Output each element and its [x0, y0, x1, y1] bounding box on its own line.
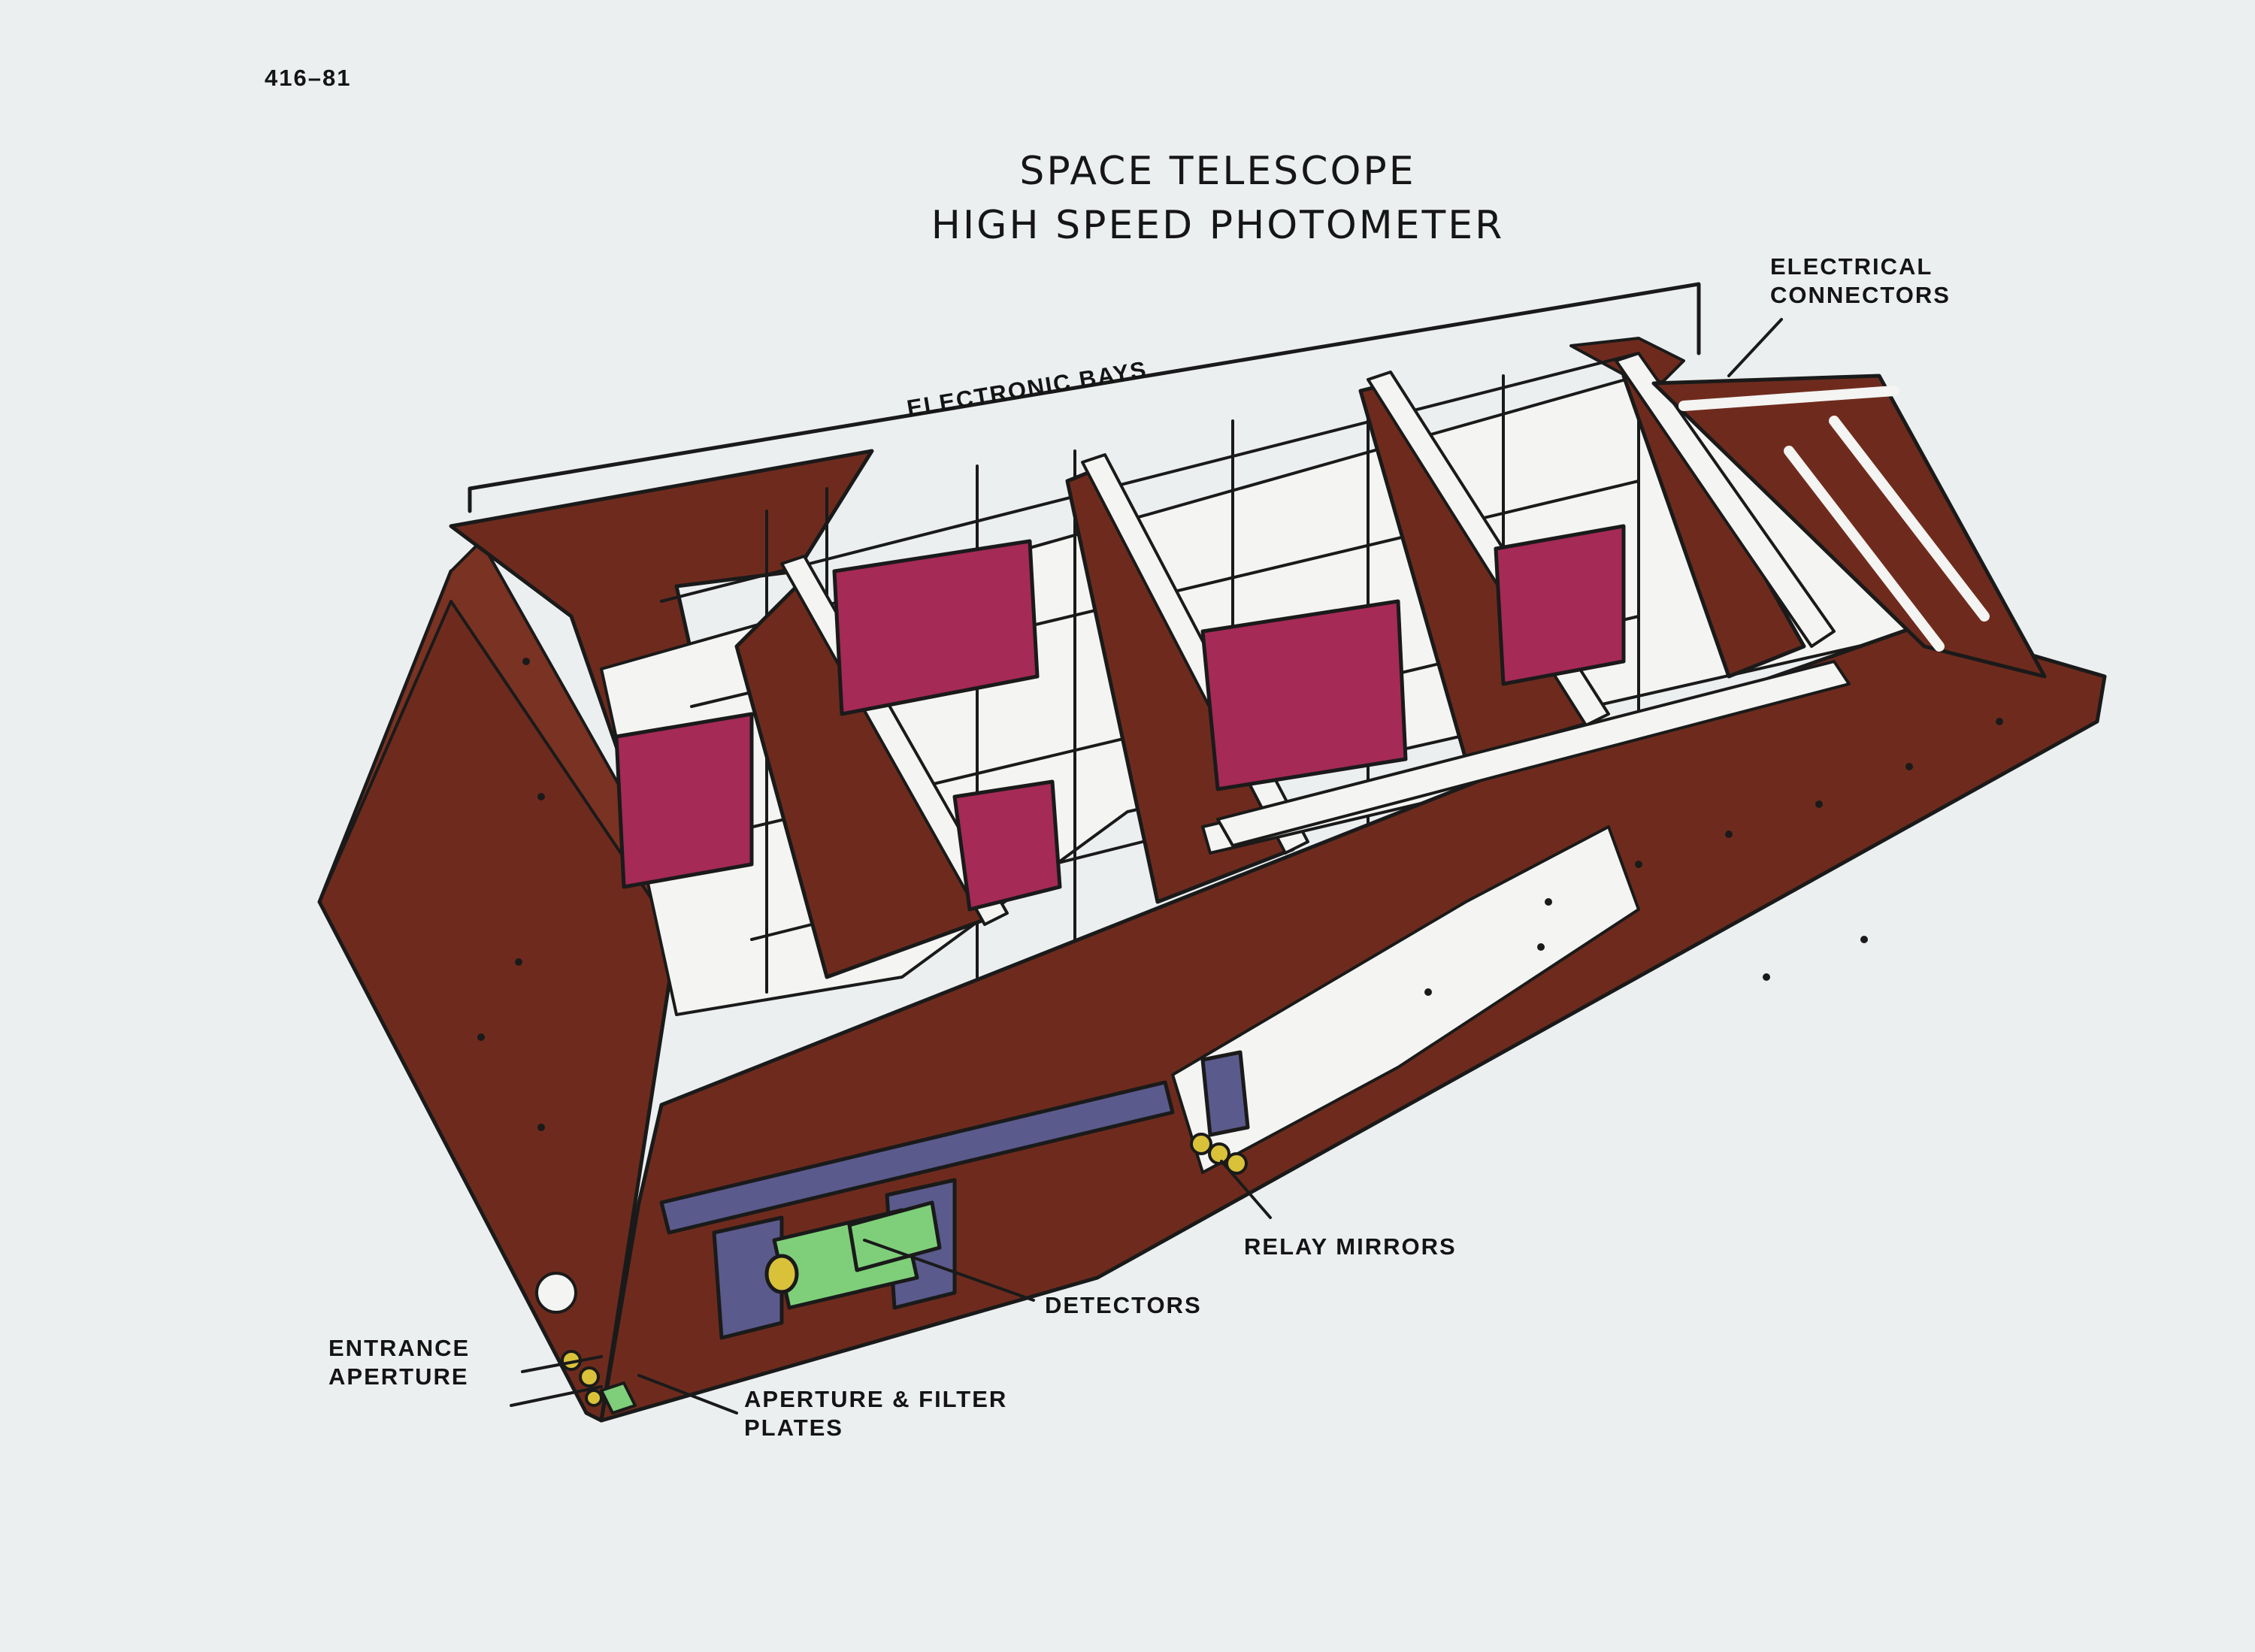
relay-mirror-2: [1208, 1142, 1230, 1165]
aperture-filter-plates-line-2: PLATES: [744, 1414, 843, 1441]
electrical-connectors-label: ELECTRICAL CONNECTORS: [1770, 253, 1951, 310]
rivets: [477, 658, 2003, 1131]
aperture-flange: [535, 1272, 577, 1314]
entrance-aperture-line-2: APERTURE: [328, 1363, 469, 1390]
electronics-box-5: [1494, 524, 1626, 686]
relay-mirror-1: [1190, 1133, 1212, 1155]
entrance-aperture-line-1: ENTRANCE: [328, 1335, 471, 1361]
electronics-box-4: [1200, 599, 1408, 791]
right-end-frame: [1678, 386, 1990, 652]
detectors-label: DETECTORS: [1045, 1292, 1202, 1318]
entrance-aperture-assembly: [535, 1272, 637, 1414]
leader-lines: [510, 318, 1783, 1414]
detector-tubes: [764, 1200, 942, 1310]
detector-tube-2: [847, 1200, 942, 1272]
entrance-aperture-leader-2: [510, 1385, 603, 1407]
electronics-box-3: [952, 779, 1062, 912]
electronics-box-1: [614, 712, 754, 889]
relay-mirrors-leader: [1220, 1160, 1272, 1219]
detector-lens-1: [764, 1254, 799, 1294]
electronics-box-2: [832, 539, 1040, 716]
electrical-connectors-line-2: CONNECTORS: [1770, 282, 1951, 308]
electronic-bays-bracket: [468, 282, 1701, 513]
electrical-connectors-line-1: ELECTRICAL: [1770, 253, 1933, 280]
relay-mirrors-label: RELAY MIRRORS: [1244, 1233, 1457, 1260]
lower-cutaway: [1171, 825, 1640, 1174]
diagram-title: SPACE TELESCOPE HIGH SPEED PHOTOMETER: [827, 144, 1609, 253]
entrance-aperture-label: ENTRANCE APERTURE: [328, 1334, 470, 1391]
electrical-connectors-leader: [1727, 318, 1783, 377]
aperture-filter-plates-line-1: APERTURE & FILTER: [744, 1386, 1008, 1412]
relay-mirror-3: [1225, 1152, 1248, 1175]
entrance-aperture-leader-1: [521, 1355, 603, 1373]
detectors-leader: [863, 1239, 1035, 1302]
top-longitudinal-beam: [1216, 660, 1851, 847]
relay-mirrors: [1190, 1133, 1248, 1175]
aperture-filter-plates-leader: [637, 1374, 738, 1414]
electronics-boxes: [614, 524, 1626, 1167]
title-line-1: SPACE TELESCOPE: [1019, 149, 1416, 194]
title-line-2: HIGH SPEED PHOTOMETER: [931, 203, 1505, 248]
aperture-filter-plates-label: APERTURE & FILTER PLATES: [744, 1385, 1007, 1442]
document-number: 416–81: [265, 65, 352, 91]
filter-plate: [600, 1381, 637, 1414]
